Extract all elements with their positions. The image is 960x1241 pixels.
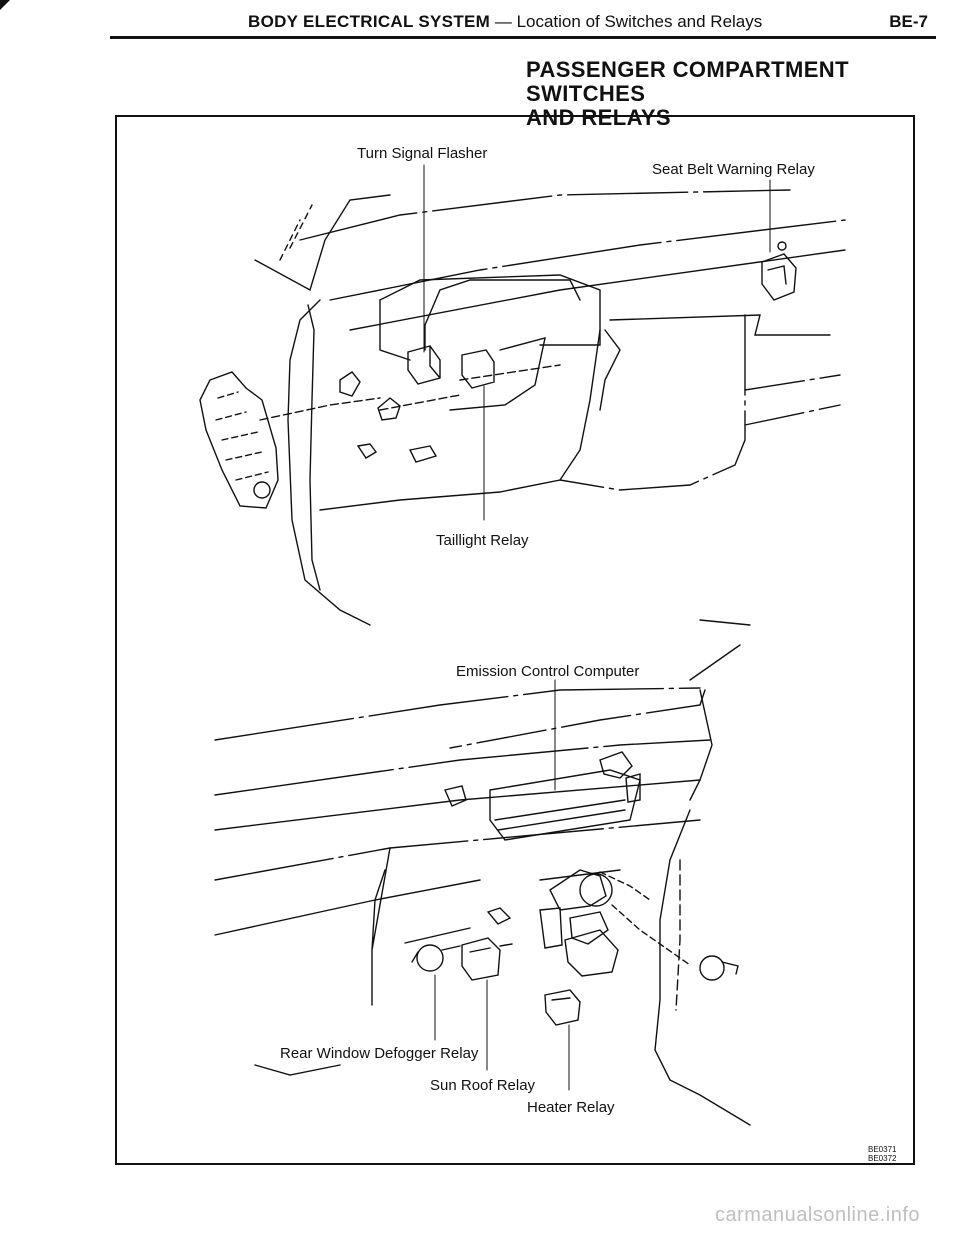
page-title-line-1: PASSENGER COMPARTMENT SWITCHES [526, 57, 849, 106]
watermark: carmanualsonline.info [714, 1204, 920, 1226]
page-corner-mark [0, 0, 10, 10]
page-number: BE-7 [889, 12, 928, 31]
label-turn-signal-flasher: Turn Signal Flasher [357, 145, 487, 162]
page-header: BODY ELECTRICAL SYSTEM — Location of Swi… [0, 0, 960, 44]
page-title-line-2: AND RELAYS [526, 105, 671, 130]
page-title: PASSENGER COMPARTMENT SWITCHES AND RELAY… [526, 58, 926, 130]
label-emission-control-computer: Emission Control Computer [456, 663, 639, 680]
figure-code-2: BE0372 [868, 1154, 897, 1163]
label-rear-window-defogger-relay: Rear Window Defogger Relay [280, 1045, 479, 1062]
figure-frame [115, 115, 915, 1165]
upper-dashboard-drawing [199, 189, 846, 626]
label-seat-belt-warning-relay: Seat Belt Warning Relay [652, 161, 815, 178]
lower-console-drawing [214, 619, 751, 1126]
label-taillight-relay: Taillight Relay [436, 532, 529, 549]
header-rule [110, 36, 936, 39]
label-sun-roof-relay: Sun Roof Relay [430, 1077, 536, 1094]
leader-lines [423, 164, 771, 1091]
label-heater-relay: Heater Relay [527, 1099, 615, 1116]
figure-code-1: BE0371 [868, 1145, 897, 1154]
header-section-title: BODY ELECTRICAL SYSTEM — Location of Swi… [248, 12, 763, 31]
diagram-labels: Turn Signal Flasher Seat Belt Warning Re… [280, 145, 897, 1163]
